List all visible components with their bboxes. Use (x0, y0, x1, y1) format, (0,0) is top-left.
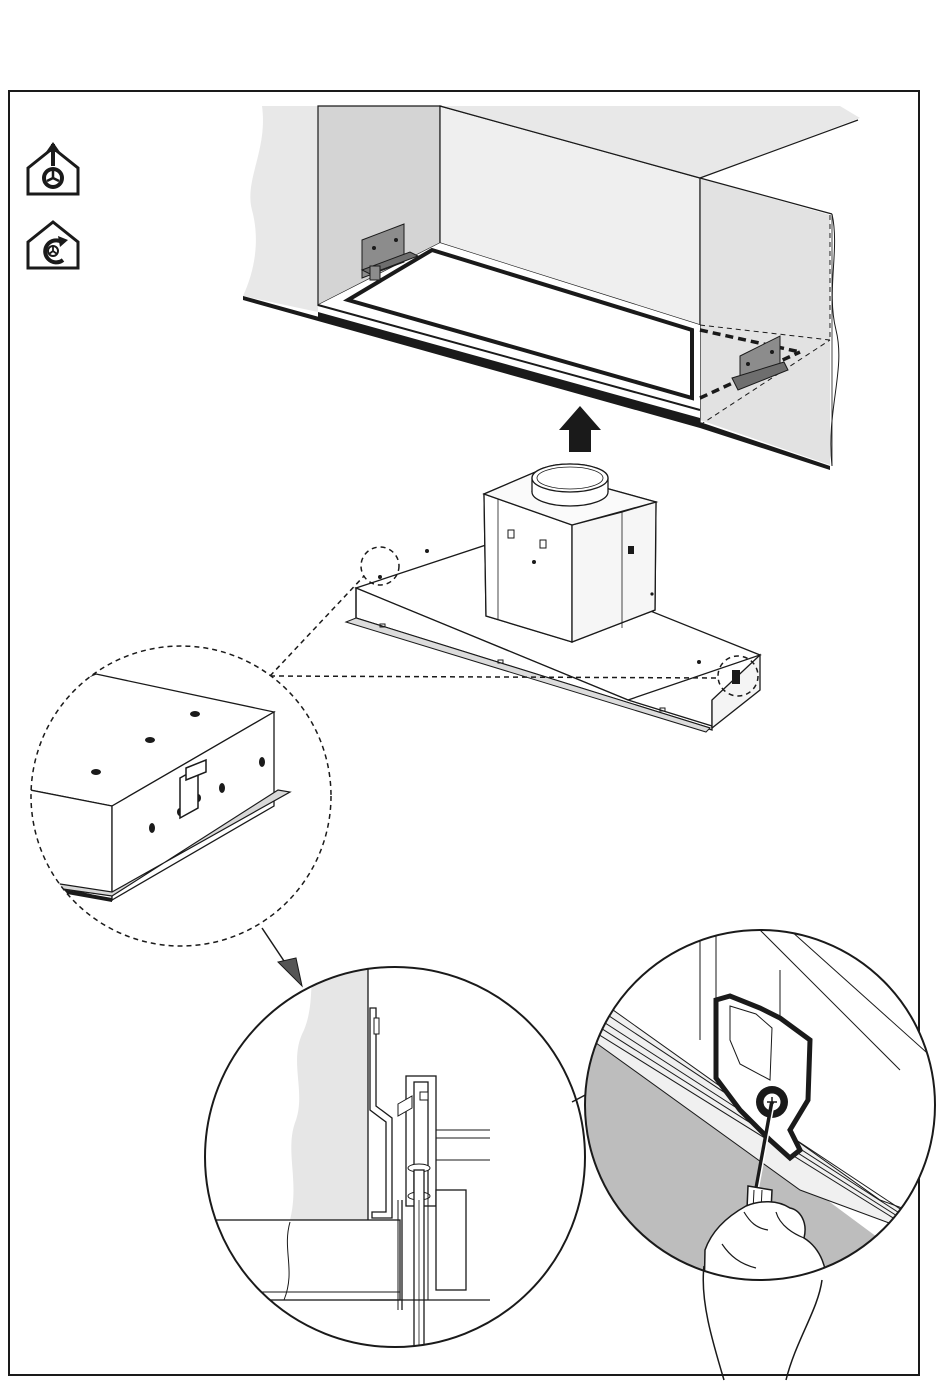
hood-unit (346, 464, 760, 732)
up-arrow-icon (559, 406, 601, 452)
bracket-hook-side-section (200, 960, 600, 1360)
bracket-detail-zoom (30, 640, 340, 960)
tighten-screw-detail (585, 930, 935, 1380)
pointer-arrowhead-icon (278, 958, 302, 986)
cabinet-niche (243, 106, 860, 470)
